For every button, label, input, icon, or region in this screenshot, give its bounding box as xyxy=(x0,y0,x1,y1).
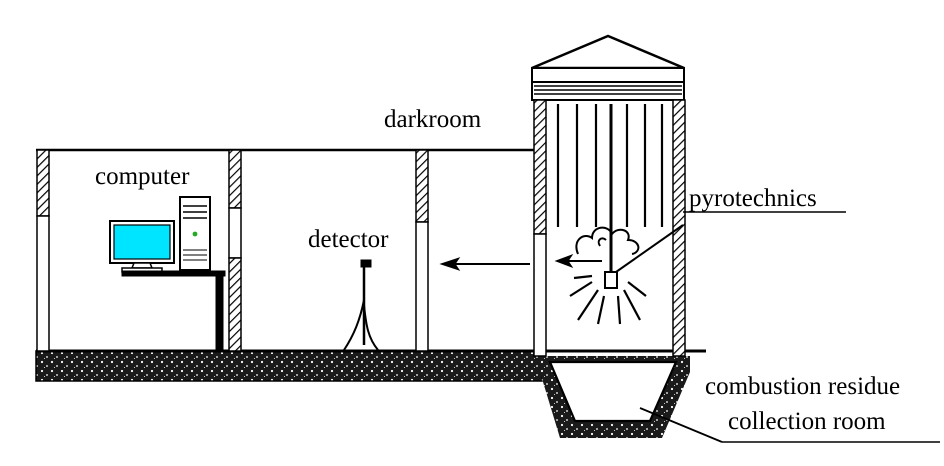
wall-2-bottom xyxy=(228,257,242,352)
smoke-cloud-icon xyxy=(575,226,640,255)
computer-desk-leg xyxy=(215,275,224,352)
detector-head xyxy=(360,259,372,268)
floor-slab xyxy=(35,350,543,382)
label-pyrotechnics: pyrotechnics xyxy=(689,185,817,212)
label-computer: computer xyxy=(95,163,190,190)
computer-desk-top xyxy=(121,270,226,277)
power-led xyxy=(192,231,198,237)
tower-eave xyxy=(531,67,685,83)
tower-hanging-lines xyxy=(556,104,664,227)
residue-leader xyxy=(639,407,723,443)
label-residue-line1: combustion residue xyxy=(705,373,900,400)
wall-2-window xyxy=(228,207,242,259)
wall-3-bottom xyxy=(415,221,429,352)
ground xyxy=(35,349,706,438)
tower-left-wall-top xyxy=(533,99,547,235)
label-residue-line2: collection room xyxy=(728,408,886,435)
left-wall-top xyxy=(36,149,50,217)
computer xyxy=(109,196,226,352)
tower-left-wall-window xyxy=(533,233,547,357)
tower-roof-base xyxy=(531,81,685,101)
tower-vent-lines xyxy=(534,85,682,95)
monitor-screen xyxy=(113,224,171,260)
rooms xyxy=(36,148,535,352)
combustion-tower xyxy=(531,34,846,357)
detector-stand-icon xyxy=(343,259,379,351)
tower-roof xyxy=(531,34,685,70)
label-darkroom: darkroom xyxy=(384,106,482,133)
residue-room-interior xyxy=(548,360,678,423)
pyrotechnic-sample xyxy=(604,271,618,289)
label-detector: detector xyxy=(308,226,389,253)
pyrotechnics-leader xyxy=(615,224,684,273)
left-wall-bottom xyxy=(36,215,50,352)
smoke-swirl-icon xyxy=(597,237,607,247)
spark-rays-icon xyxy=(569,274,647,325)
wall-3-top xyxy=(415,149,429,223)
light-direction-arrow-icon xyxy=(439,253,602,271)
wall-2-top xyxy=(228,149,242,209)
